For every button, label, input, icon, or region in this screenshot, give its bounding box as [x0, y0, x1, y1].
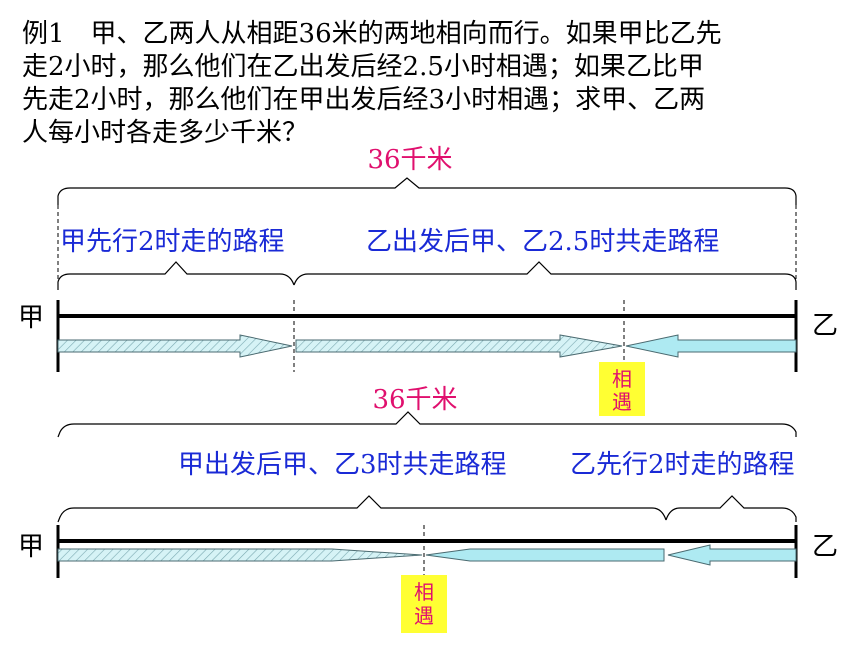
yi-first-arrow — [667, 544, 797, 566]
yi-arrow — [625, 334, 797, 358]
left-segment-brace — [57, 261, 295, 290]
right-end-label-yi: 乙 — [812, 311, 838, 341]
meet-char-2: 遇 — [414, 604, 434, 628]
meet-char-1: 相 — [414, 580, 434, 604]
jia-first-arrow — [57, 334, 293, 358]
problem-line-3: 先走2小时，那么他们在甲出发后经3小时相遇；求甲、乙两 — [22, 85, 706, 115]
problem-text: 例1 甲、乙两人从相距36米的两地相向而行。如果甲比乙先 走2小时，那么他们在乙… — [22, 18, 842, 150]
total-distance-label: 36千米 — [372, 385, 457, 415]
left-end-label-jia: 甲 — [18, 303, 44, 333]
diagram-1: 36千米 甲先行2时走的路程 乙出发后甲、乙2.5时共走路程 甲 乙 — [18, 145, 838, 416]
left-segment-brace — [57, 495, 667, 523]
problem-line-4: 人每小时各走多少千米？ — [22, 118, 309, 148]
meet-char-2: 遇 — [612, 390, 632, 414]
total-brace — [57, 177, 797, 205]
right-segment-brace — [293, 261, 797, 290]
jia-arrow — [57, 548, 423, 562]
yi-second-arrow — [425, 548, 665, 562]
right-segment-label: 乙先行2时走的路程 — [570, 450, 795, 480]
problem-line-2: 走2小时，那么他们在乙出发后经2.5小时相遇；如果乙比甲 — [22, 52, 704, 82]
left-end-label-jia: 甲 — [18, 532, 44, 562]
diagram-2: 36千米 甲出发后甲、乙3时共走路程 乙先行2时走的路程 甲 乙 相 遇 — [18, 385, 838, 633]
left-segment-label: 甲出发后甲、乙3时共走路程 — [178, 450, 507, 480]
meet-box — [599, 362, 645, 416]
meet-char-1: 相 — [612, 367, 632, 391]
right-segment-brace — [665, 495, 797, 522]
right-end-label-yi: 乙 — [812, 532, 838, 562]
total-brace — [57, 411, 797, 438]
left-segment-label: 甲先行2时走的路程 — [60, 227, 285, 257]
problem-line-1: 例1 甲、乙两人从相距36米的两地相向而行。如果甲比乙先 — [22, 19, 722, 49]
meet-box — [401, 575, 447, 633]
right-segment-label: 乙出发后甲、乙2.5时共走路程 — [366, 227, 719, 257]
total-distance-label: 36千米 — [367, 145, 452, 175]
jia-second-arrow — [295, 334, 623, 358]
